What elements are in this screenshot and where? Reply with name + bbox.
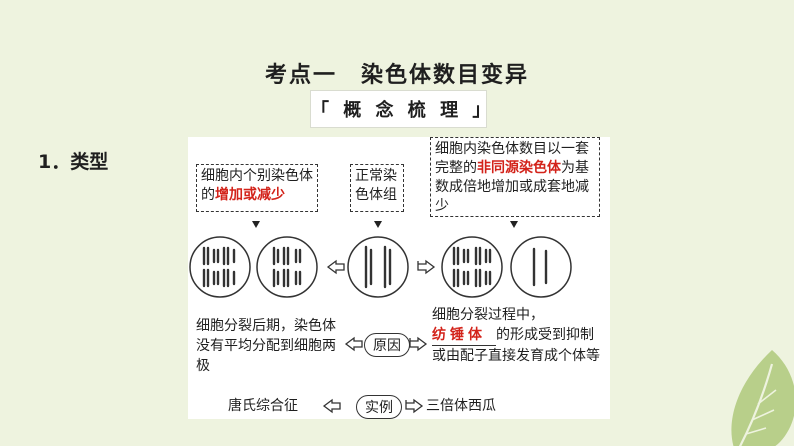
cause-answer: 纺锤体 bbox=[432, 325, 496, 346]
euploidy-text-2: 为基数成倍地增加或成套地减少 bbox=[435, 160, 589, 214]
down-arrow-right bbox=[510, 221, 518, 228]
cell-polyploid bbox=[441, 236, 503, 298]
cause-label: 原因 bbox=[373, 338, 401, 354]
example-right-text: 三倍体西瓜 bbox=[426, 396, 496, 416]
cell-trisomy bbox=[189, 236, 251, 298]
cause-pill: 原因 bbox=[364, 333, 410, 357]
euploidy-box: 细胞内染色体数目以一套完整的非同源染色体为基数成倍地增加或成套地减少 bbox=[430, 137, 600, 217]
cause-left-value: 细胞分裂后期，染色体没有平均分配到细胞两极 bbox=[196, 318, 336, 374]
page-title: 考点一 染色体数目变异 bbox=[264, 63, 529, 88]
example-pill: 实例 bbox=[356, 395, 402, 419]
section-heading: 1．类型 bbox=[38, 151, 109, 173]
example-right-value: 三倍体西瓜 bbox=[426, 398, 496, 414]
cell-normal bbox=[347, 236, 409, 298]
aneuploidy-answer: 增加或减少 bbox=[215, 187, 285, 203]
concept-banner: 「 概 念 梳 理 」 bbox=[310, 90, 490, 128]
down-arrow-left bbox=[252, 221, 260, 228]
cause-arrow-right bbox=[409, 336, 428, 352]
aneuploidy-text: 细胞内个别染色体的 bbox=[201, 168, 313, 203]
example-label: 实例 bbox=[365, 400, 393, 416]
example-left-value: 唐氏综合征 bbox=[228, 398, 298, 414]
example-left-text: 唐氏综合征 bbox=[228, 396, 298, 416]
cause-arrow-left bbox=[344, 336, 363, 352]
example-arrow-right bbox=[405, 398, 424, 414]
cell-haploid bbox=[510, 236, 572, 298]
leaf-icon bbox=[731, 350, 794, 446]
chromosome-diagram bbox=[189, 221, 572, 414]
hollow-arrow-left bbox=[326, 259, 345, 275]
cause-left-text: 细胞分裂后期，染色体没有平均分配到细胞两极 bbox=[196, 316, 344, 376]
down-arrows bbox=[252, 221, 518, 228]
cause-right-text: 细胞分裂过程中， 纺锤体的形成受到抑制或由配子直接发育成个体等 bbox=[432, 305, 604, 366]
cell-monosomy bbox=[256, 236, 318, 298]
diagram-panel: 细胞内个别染色体的增加或减少 正常染色体组 细胞内染色体数目以一套完整的非同源染… bbox=[188, 137, 610, 419]
euploidy-answer: 非同源染色体 bbox=[477, 160, 561, 176]
normal-set-text: 正常染色体组 bbox=[355, 168, 397, 203]
aneuploidy-box: 细胞内个别染色体的增加或减少 bbox=[196, 164, 318, 212]
example-arrow-left bbox=[322, 398, 341, 414]
chromosomes bbox=[202, 245, 548, 289]
normal-set-box: 正常染色体组 bbox=[350, 164, 404, 212]
hollow-arrow-right bbox=[417, 259, 436, 275]
cause-right-1: 细胞分裂过程中， bbox=[432, 307, 544, 323]
cause-right-2: 的形成受到抑制或由配子直接发育成个体等 bbox=[432, 327, 600, 364]
down-arrow-middle bbox=[374, 221, 382, 228]
euploidy-text-1: 细胞内染色体数目以一套完整的 bbox=[435, 141, 589, 176]
